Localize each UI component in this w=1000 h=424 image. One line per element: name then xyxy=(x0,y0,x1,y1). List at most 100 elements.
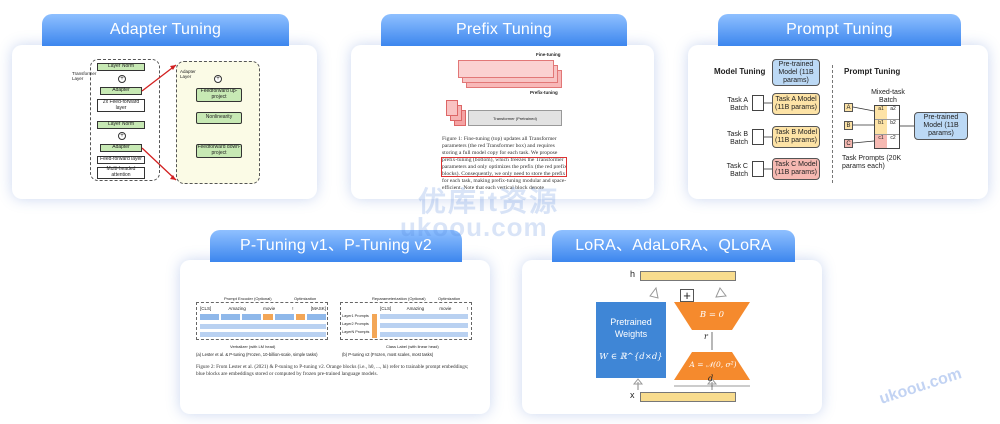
pretrained-model-left: Pre-trained Model (11B params) xyxy=(772,59,820,86)
lora-diagram: h + Pretrained Weights W ∈ ℝ^{d×d} B = 0… xyxy=(592,266,772,406)
task-prompts-label: Task Prompts (20K params each) xyxy=(842,155,902,170)
model-tuning-label: Model Tuning xyxy=(714,67,766,76)
adapter-title: Adapter Tuning xyxy=(109,21,222,38)
prefix-tuning-label: Prefix-tuning xyxy=(530,90,558,95)
task-c-batch: Task C Batch xyxy=(726,163,748,178)
lora-tab[interactable]: LoRA、AdaLoRA、QLoRA xyxy=(552,230,795,262)
d-label: d xyxy=(708,374,714,383)
cell-c1: c1 xyxy=(875,134,887,148)
prefix-tab[interactable]: Prefix Tuning xyxy=(381,14,627,46)
ptuning-b-frame xyxy=(340,302,472,340)
hidden-row-a-1 xyxy=(200,324,326,329)
down-project-box: Feedforward down-project xyxy=(196,144,242,158)
layer-norm-top: Layer Norm xyxy=(97,63,145,71)
feed-forward-box: Feed-forward layer xyxy=(97,156,145,164)
plus-box: + xyxy=(680,289,694,302)
x-label: x xyxy=(630,390,635,400)
mixed-batch-grid: a1 a2 b1 b2 c1 c2 xyxy=(874,105,900,149)
layer-1-label: Layer1 Prompts xyxy=(342,314,369,318)
prompt-title: Prompt Tuning xyxy=(786,21,893,38)
prompt-col-b xyxy=(372,314,377,338)
cap-a: (a) Lester et al. & P-tuning (Frozen, 10… xyxy=(196,352,318,357)
pretrained-model-right: Pre-trained Model (11B params) xyxy=(914,112,968,140)
fine-tuning-label: Fine-tuning xyxy=(536,52,561,57)
prompt-a-label: A xyxy=(846,105,851,111)
ptuning-card xyxy=(180,260,490,414)
up-project-box: Feedforward up-project xyxy=(196,88,242,102)
ptuning-tab[interactable]: P-Tuning v1、P-Tuning v2 xyxy=(210,230,462,262)
h-bar xyxy=(640,271,736,281)
embed-row-a xyxy=(200,314,326,320)
adapter-diagram: Transformer Layer Layer Norm + Adapter 2… xyxy=(70,55,260,190)
ptuning-caption: Figure 2: From Lester et al. (2021) & P-… xyxy=(196,364,469,377)
verbalizer-label: Verbalizer (with LM head) xyxy=(230,344,276,349)
class-label: Class Label (with linear head) xyxy=(386,344,439,349)
hidden-row-b-3 xyxy=(380,332,468,337)
cell-a1: a1 xyxy=(875,106,887,121)
prompt-b: B xyxy=(844,121,853,130)
a-formula: A = 𝒩(0, σ²) xyxy=(689,360,737,369)
finetune-stack-1 xyxy=(458,60,554,78)
prompt-c: C xyxy=(844,139,853,148)
prefix-diagram: Fine-tuning Prefix-tuning Transformer (P… xyxy=(440,52,570,132)
prompt-arrows xyxy=(764,102,914,170)
task-c-model: Task C Model (11B params) xyxy=(772,158,820,180)
task-b-grid xyxy=(752,129,764,145)
task-b-batch: Task B Batch xyxy=(726,131,748,146)
adapter-top: Adapter xyxy=(100,87,142,95)
pretrained-weights-box: Pretrained Weights W ∈ ℝ^{d×d} xyxy=(596,302,666,378)
cell-b1: b1 xyxy=(875,120,887,135)
adapter-bottom: Adapter xyxy=(100,144,142,152)
cap-b: (b) P-tuning v2 (Frozen, most scales, mo… xyxy=(342,352,434,357)
r-label: r xyxy=(704,332,708,341)
prompt-tuning-label: Prompt Tuning xyxy=(844,67,901,76)
token-b-2: movie xyxy=(439,306,452,311)
task-b-model: Task B Model (11B params) xyxy=(772,126,820,148)
transformer-frame xyxy=(90,59,160,181)
layer-2-label: Layer2 Prompts xyxy=(342,322,369,326)
opt-label: Optimization xyxy=(294,296,317,301)
prefix-title: Prefix Tuning xyxy=(456,21,552,38)
plus-top: + xyxy=(118,75,126,83)
adapter-card xyxy=(12,45,317,199)
token-a-0: [CLS] xyxy=(200,306,212,311)
ptuning-title: P-Tuning v1、P-Tuning v2 xyxy=(240,237,432,254)
layer-n-label: LayerN Prompts xyxy=(342,330,370,334)
pretrained-label: Pretrained Weights xyxy=(610,317,652,339)
red-connector-arrows xyxy=(141,64,177,181)
lora-card xyxy=(522,260,822,414)
ptuning-diagram: Prompt Encoder (Optional) Optimization R… xyxy=(190,296,480,386)
hidden-row-b-2 xyxy=(380,323,468,328)
cell-b2: b2 xyxy=(887,120,899,135)
plus-right: + xyxy=(214,75,222,83)
plus-mid: + xyxy=(118,132,126,140)
attention-box: Multi-headed attention xyxy=(97,166,145,179)
adapter-tab[interactable]: Adapter Tuning xyxy=(42,14,289,46)
transformer-label: Transformer Layer xyxy=(72,71,97,81)
token-a-4: [MASK] xyxy=(310,306,326,311)
token-row-a: [CLS] Amazing movie ! [MASK] xyxy=(200,306,326,311)
rep-label: Reparameterization (Optional) xyxy=(372,296,426,301)
transformer-label: Transformer (Pretrained) xyxy=(493,116,537,121)
opt-label-2: Optimization xyxy=(438,296,461,301)
h-label: h xyxy=(630,269,636,279)
ptuning-a-frame xyxy=(196,302,328,340)
vertical-divider xyxy=(832,65,833,183)
prefix-block-1 xyxy=(446,100,458,116)
task-a-model: Task A Model (11B params) xyxy=(772,93,820,115)
token-b-0: [CLS] xyxy=(380,306,392,311)
lora-title: LoRA、AdaLoRA、QLoRA xyxy=(575,237,772,254)
token-a-2: movie xyxy=(263,306,276,311)
task-c-grid xyxy=(752,161,764,177)
prefix-caption-highlight xyxy=(441,157,567,177)
x-bar xyxy=(640,392,736,402)
ffn-box: 2x Feed-forward layer xyxy=(97,99,145,112)
prompt-tab[interactable]: Prompt Tuning xyxy=(718,14,961,46)
layer-labels: Layer1 Prompts Layer2 Prompts LayerN Pro… xyxy=(342,312,372,336)
prefix-caption: Figure 1: Fine-tuning (top) updates all … xyxy=(442,136,567,191)
token-row-b: [CLS] Amazing movie ! xyxy=(380,306,468,311)
token-a-1: Amazing xyxy=(228,306,246,311)
enc-label: Prompt Encoder (Optional) xyxy=(224,296,272,301)
nonlinearity-box: Nonlinearity xyxy=(196,112,242,124)
token-a-3: ! xyxy=(292,306,294,311)
